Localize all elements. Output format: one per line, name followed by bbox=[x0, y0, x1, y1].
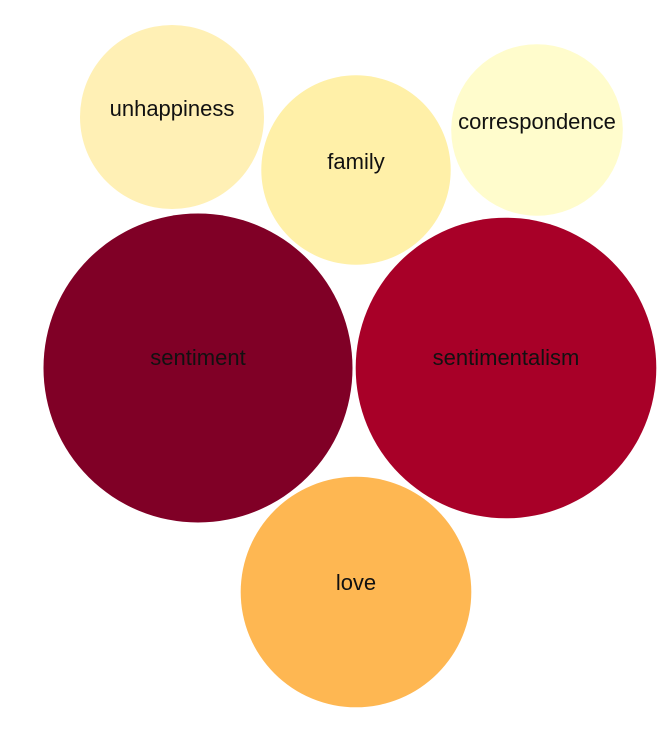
bubble-label: correspondence bbox=[458, 109, 616, 134]
bubble-label: family bbox=[327, 149, 384, 174]
bubble-circle bbox=[240, 476, 472, 708]
bubble[interactable]: sentimentalism bbox=[355, 217, 657, 519]
bubble[interactable]: correspondence bbox=[451, 44, 623, 216]
bubble[interactable]: sentiment bbox=[43, 213, 353, 523]
bubble[interactable]: unhappiness bbox=[80, 25, 264, 209]
bubble-label: sentimentalism bbox=[433, 345, 580, 370]
bubble[interactable]: family bbox=[261, 75, 451, 265]
bubble-label: love bbox=[336, 570, 376, 595]
bubble-circle bbox=[451, 44, 623, 216]
bubble-circle bbox=[80, 25, 264, 209]
bubble-label: sentiment bbox=[150, 345, 245, 370]
bubble-circle bbox=[355, 217, 657, 519]
bubble-circle bbox=[43, 213, 353, 523]
bubble-label: unhappiness bbox=[110, 96, 235, 121]
bubble-circle bbox=[261, 75, 451, 265]
bubble[interactable]: love bbox=[240, 476, 472, 708]
